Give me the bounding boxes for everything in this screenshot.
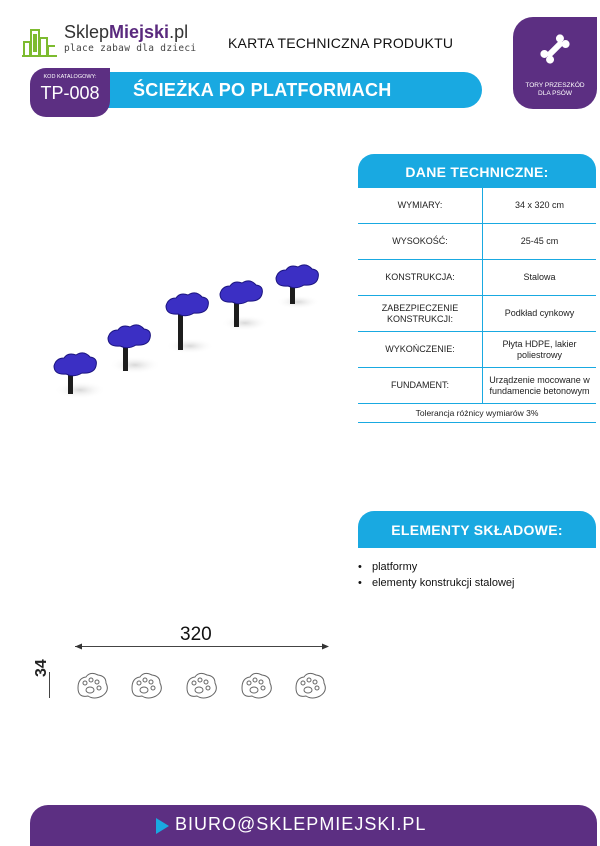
bone-icon [540,34,570,64]
catalog-code: TP-008 [40,83,100,103]
dimension-arrows [75,643,329,650]
table-row: Tolerancja różnicy wymiarów 3% [358,403,596,423]
table-row: FUNDAMENT: Urządzenie mocowane w fundame… [358,367,596,404]
tech-key: WYSOKOŚĆ: [358,223,483,260]
top-view-drawing [77,672,326,699]
brand-tagline: place zabaw dla dzieci [64,43,197,54]
components-list: •platformy •elementy konstrukcji stalowe… [358,561,514,593]
tech-value: 25-45 cm [482,223,596,260]
length-dimension: 320 [180,624,212,645]
tech-value: Stalowa [482,259,596,296]
city-buildings-icon [22,29,57,57]
table-row: KONSTRUKCJA: Stalowa [358,259,596,296]
list-item: •platformy [358,561,418,573]
tech-key: WYMIARY: [358,188,483,224]
paw-outline [77,672,108,699]
table-row: WYSOKOŚĆ: 25-45 cm [358,223,596,260]
table-row: WYMIARY: 34 x 320 cm [358,188,596,224]
tech-value: 34 x 320 cm [482,188,596,224]
brand-name: SklepMiejski.pl [64,22,189,42]
platform-unit [275,264,320,309]
footer-bar: BIURO@SKLEPMIEJSKI.PL [30,805,597,846]
contact-email-link[interactable]: BIURO@SKLEPMIEJSKI.PL [175,814,427,834]
platform-unit [53,352,106,399]
catalog-code-label: KOD KATALOGOWY: [43,74,97,80]
platform-unit [165,292,214,354]
category-badge: TORY PRZESZKÓD DLA PSÓW [513,17,597,109]
paw-outline [131,672,162,699]
table-row: ZABEZPIECZENIE KONSTRUKCJI: Podkład cynk… [358,295,596,332]
platform-unit [219,280,269,331]
tech-key: FUNDAMENT: [358,367,483,404]
tech-data-table: WYMIARY: 34 x 320 cm WYSOKOŚĆ: 25-45 cm … [358,188,596,423]
tech-value: Urządzenie mocowane w fundamencie betono… [482,367,596,404]
category-label: TORY PRZESZKÓD DLA PSÓW [525,82,585,97]
tech-key: WYKOŃCZENIE: [358,331,483,368]
document-title: KARTA TECHNICZNA PRODUKTU [228,35,454,51]
platform-unit [107,324,161,374]
dimension-line [75,646,327,647]
product-illustration [53,264,320,399]
list-item: •elementy konstrukcji stalowej [358,577,515,589]
product-name: ŚCIEŻKA PO PLATFORMACH [133,80,392,100]
tech-value: Podkład cynkowy [482,295,596,332]
width-dimension-line [49,672,50,698]
components-heading: ELEMENTY SKŁADOWE: [358,511,596,548]
paw-outline [241,672,272,699]
brand-logo[interactable]: SklepMiejski.pl place zabaw dla dzieci [22,20,212,60]
play-arrow-icon [156,818,169,834]
catalog-code-badge: KOD KATALOGOWY: TP-008 [30,68,110,117]
paw-outline [295,672,326,699]
product-title-bar: ŚCIEŻKA PO PLATFORMACH [38,72,482,108]
tech-key: ZABEZPIECZENIE KONSTRUKCJI: [358,295,483,332]
paw-outline [186,672,217,699]
tolerance-note: Tolerancja różnicy wymiarów 3% [358,403,596,423]
tech-key: KONSTRUKCJA: [358,259,483,296]
tech-value: Płyta HDPE, lakier poliestrowy [482,331,596,368]
table-row: WYKOŃCZENIE: Płyta HDPE, lakier poliestr… [358,331,596,368]
tech-data-heading: DANE TECHNICZNE: [358,154,596,188]
